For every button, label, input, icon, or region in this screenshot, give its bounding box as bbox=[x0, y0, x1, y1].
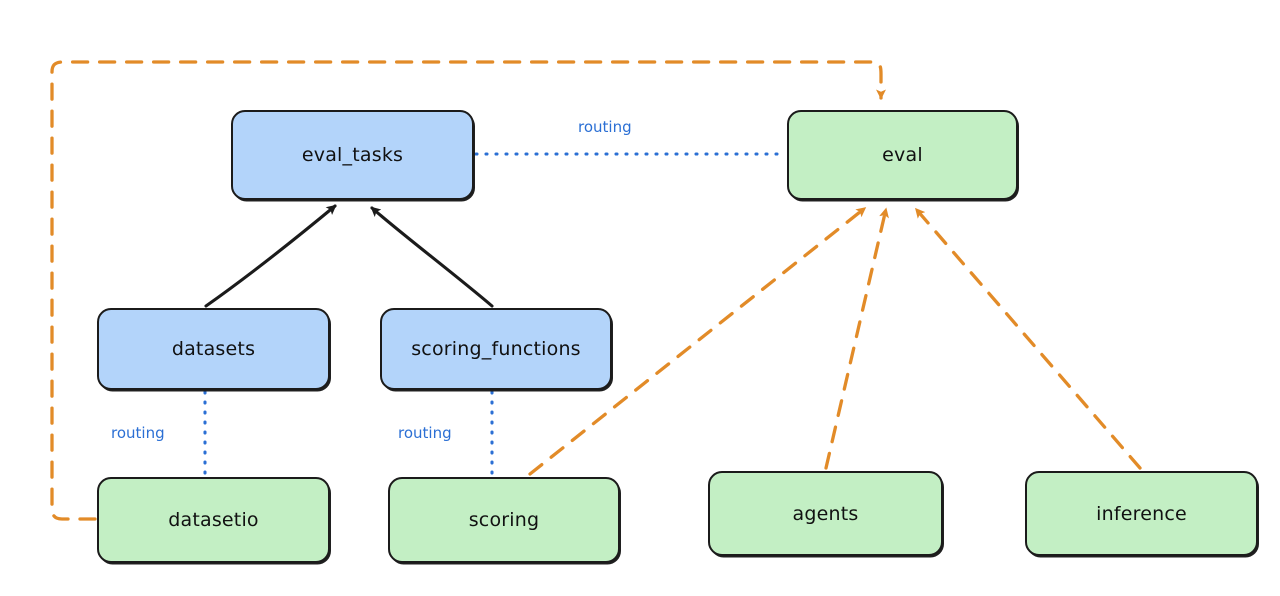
edge-datasetio-to-eval bbox=[50, 60, 886, 521]
node-datasetio[interactable]: datasetio bbox=[97, 477, 330, 563]
node-label: eval_tasks bbox=[301, 144, 404, 166]
node-label: datasetio bbox=[168, 509, 259, 531]
edge-agents-to-eval bbox=[824, 207, 889, 470]
edge-inference-to-eval bbox=[914, 207, 1142, 470]
node-scoring-functions[interactable]: scoring_functions bbox=[380, 308, 612, 390]
node-agents[interactable]: agents bbox=[708, 471, 943, 556]
edge-label-routing-scoring-functions-scoring: routing bbox=[398, 424, 452, 442]
edge-label-routing-datasets-datasetio: routing bbox=[111, 424, 165, 442]
edge-label-routing-eval-tasks-eval: routing bbox=[578, 118, 632, 136]
node-label: agents bbox=[792, 502, 859, 525]
edge-datasets-to-eval_tasks bbox=[204, 204, 337, 308]
node-scoring[interactable]: scoring bbox=[388, 477, 620, 563]
node-label: scoring_functions bbox=[411, 338, 581, 360]
edge-scoring_functions-to-eval_tasks bbox=[370, 206, 494, 308]
node-inference[interactable]: inference bbox=[1025, 471, 1258, 556]
edge-scoring-to-eval bbox=[528, 206, 867, 476]
node-label: eval bbox=[882, 144, 923, 166]
node-label: inference bbox=[1096, 502, 1187, 525]
node-datasets[interactable]: datasets bbox=[97, 308, 330, 390]
node-eval-tasks[interactable]: eval_tasks bbox=[231, 110, 474, 200]
node-label: scoring bbox=[468, 509, 540, 531]
node-eval[interactable]: eval bbox=[787, 110, 1018, 200]
node-label: datasets bbox=[171, 338, 256, 360]
